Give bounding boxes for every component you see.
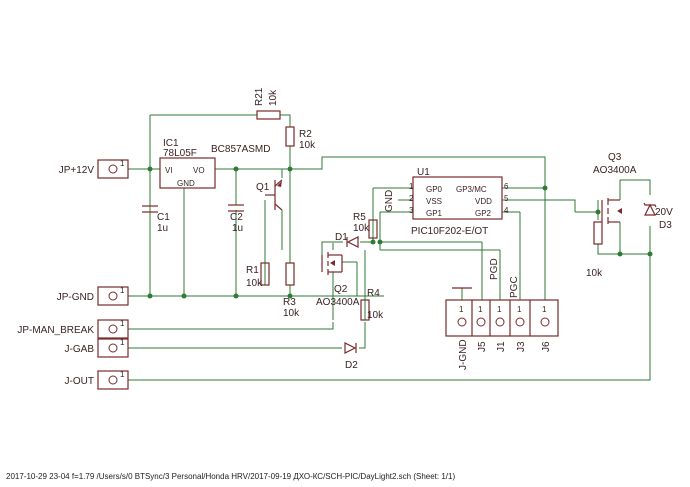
connector-jp12v: 1 JP+12V xyxy=(59,159,129,179)
ic1-pin-gnd: GND xyxy=(177,179,195,188)
rq3-value: 10k xyxy=(586,268,603,279)
r3-name: R3 xyxy=(283,297,296,308)
resistor-r3: R3 10k xyxy=(283,262,300,319)
r21-value: 10k xyxy=(268,89,279,106)
label-jgab: J-GAB xyxy=(65,344,95,355)
resistor-r5: R5 10k xyxy=(353,212,378,239)
diode-d1: D1 xyxy=(335,232,359,248)
header-label-j5: J5 xyxy=(477,341,488,352)
u1-pin-gp0: GP0 xyxy=(426,185,443,194)
capacitor-c2: C2 1u xyxy=(228,204,244,234)
r4-name: R4 xyxy=(367,288,380,299)
r5-value: 10k xyxy=(353,223,370,234)
u1-pin-num-5: 5 xyxy=(504,194,509,203)
u1-pin-num-6: 6 xyxy=(504,182,509,191)
r2-value: 10k xyxy=(299,140,316,151)
r5-name: R5 xyxy=(353,212,366,223)
u1-name: U1 xyxy=(417,167,430,178)
d1-name: D1 xyxy=(335,232,348,243)
connector-jgab: 1 J-GAB xyxy=(65,338,129,358)
pin-number: 1 xyxy=(120,370,125,379)
r3-value: 10k xyxy=(283,308,300,319)
pin-number: 1 xyxy=(517,305,522,314)
label-jpman: JP-MAN_BREAK xyxy=(17,325,94,336)
label-jp12v: JP+12V xyxy=(59,165,95,176)
u1-pin-num-4: 4 xyxy=(504,206,509,215)
gnd-net-label: GND xyxy=(384,190,395,212)
header-label-j6: J6 xyxy=(541,341,552,352)
junctions xyxy=(147,166,653,299)
resistor-r4: R4 10k xyxy=(360,288,384,321)
r21-name: R21 xyxy=(254,87,265,106)
d2-name: D2 xyxy=(345,360,358,371)
ic-u1: U1 PIC10F202-E/OT GP0 VSS GP1 GP3/MC VDD… xyxy=(409,167,509,237)
r4-value: 10k xyxy=(367,310,384,321)
diode-d3: 20V D3 xyxy=(643,202,673,231)
connector-jpman: 1 JP-MAN_BREAK xyxy=(17,319,129,339)
resistor-r1: R1 10k xyxy=(246,262,270,289)
c2-value: 1u xyxy=(232,223,243,234)
u1-pin-vss: VSS xyxy=(426,197,442,206)
resistor-q3-gate: 10k xyxy=(586,221,603,279)
ic1-regulator: IC1 78L05F VI VO GND xyxy=(159,138,216,189)
q2-value: AO3400A xyxy=(316,297,360,308)
resistor-r21: R21 10k xyxy=(254,87,281,120)
transistor-q1: Q1 BC857ASMD xyxy=(211,144,283,211)
pin-number: 1 xyxy=(120,338,125,347)
footer-sheet-info: 2017-10-29 23-04 f=1.79 /Users/s/0 BTSyn… xyxy=(6,472,455,481)
u1-pin-gp1: GP1 xyxy=(426,209,443,218)
d3-name: D3 xyxy=(659,220,672,231)
pin-number: 1 xyxy=(459,305,464,314)
pin-number: 1 xyxy=(120,159,125,168)
pin-number: 1 xyxy=(542,305,547,314)
transistor-q3: Q3 AO3400A xyxy=(593,152,637,224)
u1-pin-vdd: VDD xyxy=(475,197,492,206)
r1-name: R1 xyxy=(246,265,259,276)
r1-value: 10k xyxy=(246,278,263,289)
u1-pin-gp3: GP3/MC xyxy=(456,185,487,194)
q1-value: BC857ASMD xyxy=(211,144,270,155)
resistor-r2: R2 10k xyxy=(285,126,316,151)
net-label-pgc: PGC xyxy=(509,276,520,298)
diode-d2: D2 xyxy=(344,342,358,371)
pin-number: 1 xyxy=(120,286,125,295)
pin-number: 1 xyxy=(120,319,125,328)
q1-name: Q1 xyxy=(256,182,270,193)
net-label-pgd: PGD xyxy=(489,258,500,280)
pin-number: 1 xyxy=(497,305,502,314)
u1-pin-num-1: 1 xyxy=(409,182,414,191)
connector-jpgnd: 1 JP-GND xyxy=(57,286,129,306)
capacitor-c1: C1 1u xyxy=(142,205,170,234)
header-label-jgnd: J-GND xyxy=(458,339,469,370)
pin-number: 1 xyxy=(478,305,483,314)
ic1-name: IC1 xyxy=(163,138,179,149)
label-jpgnd: JP-GND xyxy=(57,292,94,303)
c1-value: 1u xyxy=(157,223,168,234)
q3-name: Q3 xyxy=(608,152,622,163)
u1-pin-num-2: 2 xyxy=(409,194,414,203)
ic1-value: 78L05F xyxy=(163,148,197,159)
c1-name: C1 xyxy=(157,212,170,223)
u1-pin-gp2: GP2 xyxy=(475,209,492,218)
transistor-q2: Q2 AO3400A xyxy=(316,252,360,308)
r2-name: R2 xyxy=(299,129,312,140)
d3-value: 20V xyxy=(655,207,673,218)
q3-value: AO3400A xyxy=(593,165,637,176)
programming-header: 1 1 1 1 1 J-GND J5 J1 J3 J6 PGD PGC xyxy=(445,258,559,370)
label-jout: J-OUT xyxy=(65,376,94,387)
header-label-j1: J1 xyxy=(496,341,507,352)
ic1-pin-vo: VO xyxy=(193,166,205,175)
c2-name: C2 xyxy=(230,212,243,223)
q2-name: Q2 xyxy=(334,284,348,295)
connector-jout: 1 J-OUT xyxy=(65,370,129,390)
u1-pin-num-3: 3 xyxy=(409,206,414,215)
ic1-pin-vi: VI xyxy=(165,166,173,175)
wires xyxy=(128,114,651,381)
header-label-j3: J3 xyxy=(516,341,527,352)
u1-value: PIC10F202-E/OT xyxy=(411,226,488,237)
